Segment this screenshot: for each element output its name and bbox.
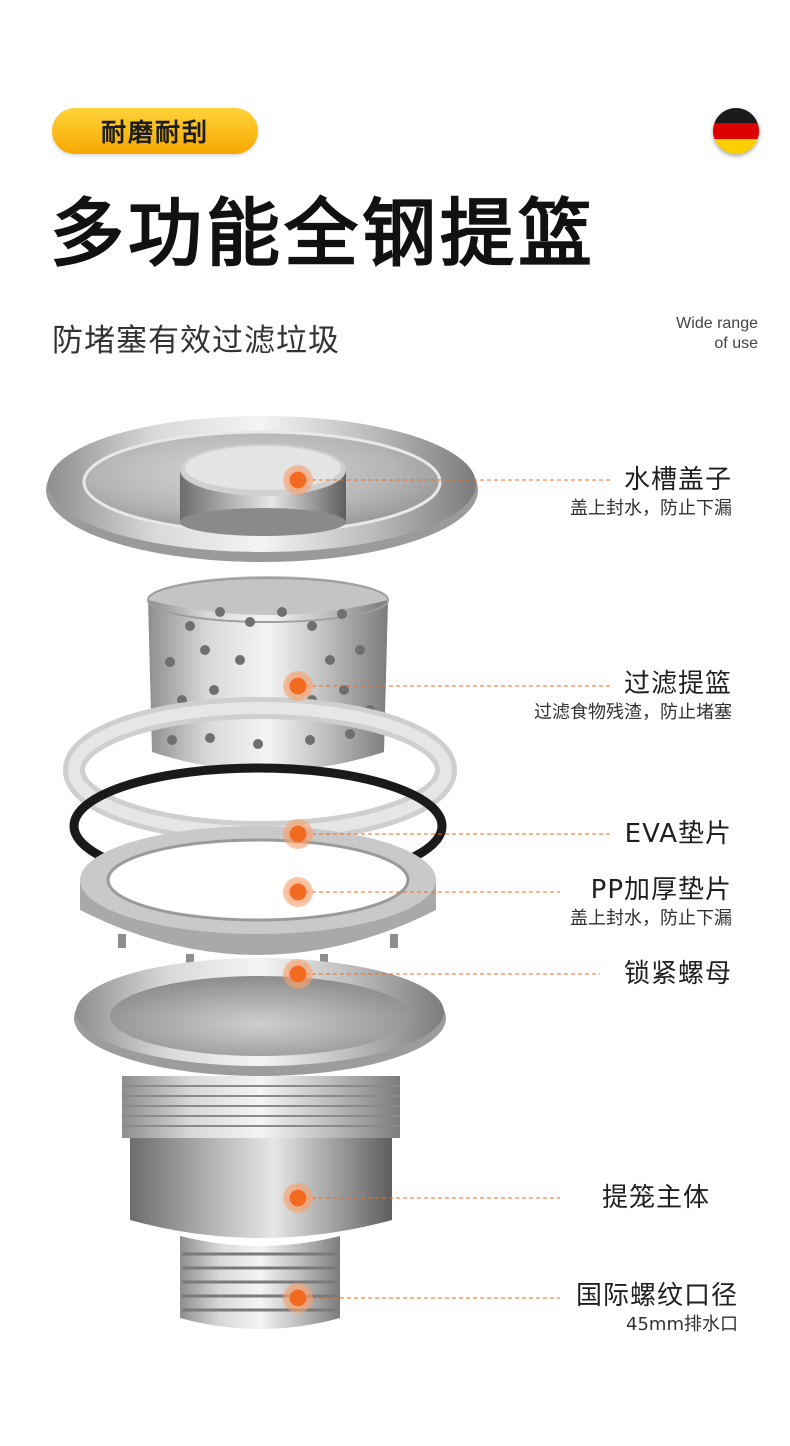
callout-title: 水槽盖子 xyxy=(623,465,732,495)
callout-title: EVA垫片 xyxy=(624,819,732,849)
feature-badge: 耐磨耐刮 xyxy=(52,108,258,154)
marker-thread xyxy=(283,1283,560,1313)
callout-title: 国际螺纹口径 xyxy=(575,1281,738,1311)
tagline: Wide range of use xyxy=(618,314,758,354)
callout-desc: 盖上封水，防止下漏 xyxy=(570,498,732,519)
callout-filter-basket: 过滤提篮 过滤食物残渣，防止堵塞 xyxy=(534,668,732,726)
marker-lock-nut xyxy=(283,959,600,989)
callout-title: 过滤提篮 xyxy=(623,669,732,699)
tagline-line-1: Wide range xyxy=(676,315,758,332)
marker-sink-lid xyxy=(283,465,610,495)
callout-desc: 45mm排水口 xyxy=(626,1314,738,1335)
lock-nut xyxy=(80,826,436,968)
callout-title: PP加厚垫片 xyxy=(590,875,732,905)
marker-strainer-body xyxy=(283,1183,560,1213)
callout-lock-nut: 锁紧螺母 xyxy=(624,958,732,990)
callout-title: 提笼主体 xyxy=(601,1183,710,1213)
callout-eva-gasket: EVA垫片 xyxy=(625,818,732,850)
sink-lid xyxy=(46,416,478,562)
callout-thread: 国际螺纹口径 45mm排水口 xyxy=(576,1280,738,1338)
callout-pp-gasket: PP加厚垫片 盖上封水，防止下漏 xyxy=(570,874,732,932)
marker-pp-gasket xyxy=(283,877,560,907)
callout-sink-lid: 水槽盖子 盖上封水，防止下漏 xyxy=(570,464,732,522)
page-subtitle: 防堵塞有效过滤垃圾 xyxy=(52,323,340,359)
callout-title: 锁紧螺母 xyxy=(623,959,732,989)
callout-markers xyxy=(283,465,610,1313)
callout-strainer-body: 提笼主体 xyxy=(602,1182,710,1214)
callout-desc: 过滤食物残渣，防止堵塞 xyxy=(534,702,732,723)
strainer-body xyxy=(74,958,446,1329)
filter-basket xyxy=(147,576,389,771)
callout-desc: 盖上封水，防止下漏 xyxy=(570,908,732,929)
page-title: 多功能全钢提篮 xyxy=(50,191,596,277)
tagline-line-2: of use xyxy=(714,335,758,352)
germany-flag-icon xyxy=(713,108,759,154)
marker-eva-gasket xyxy=(283,819,610,849)
marker-filter-basket xyxy=(283,671,610,701)
